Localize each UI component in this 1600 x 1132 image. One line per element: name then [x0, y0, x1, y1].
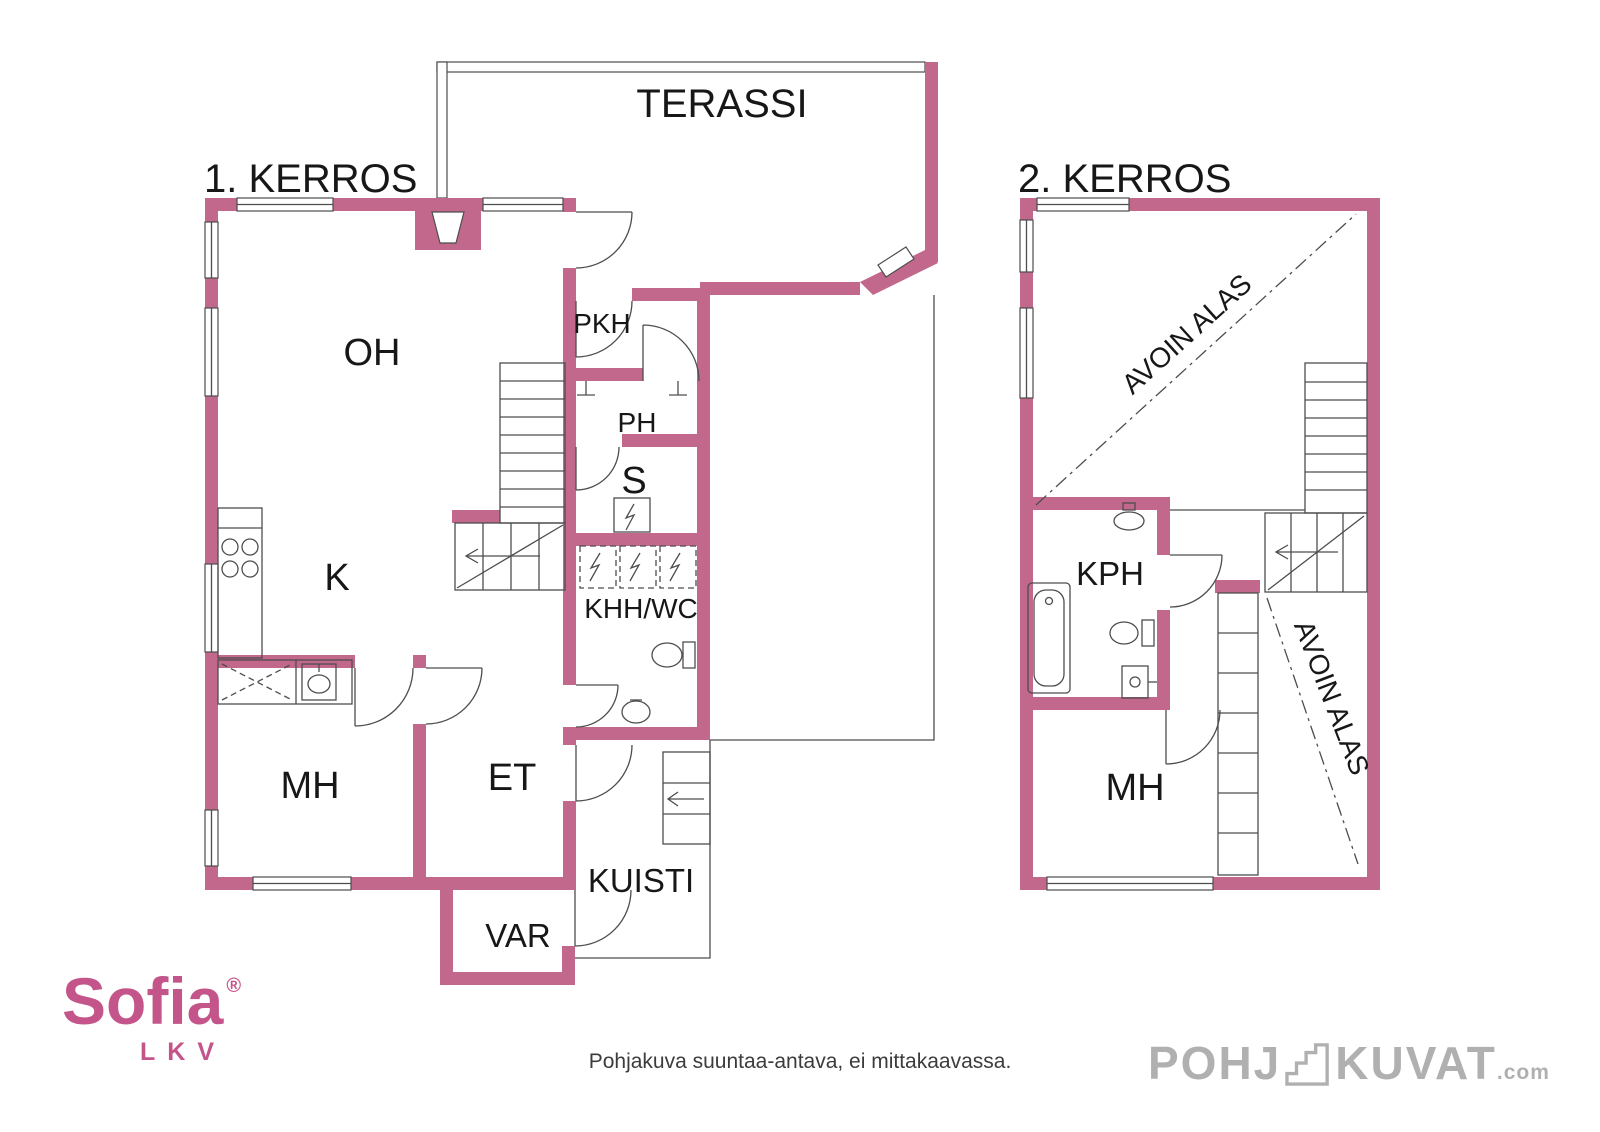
stairs-direction-arrow [1274, 544, 1338, 560]
credit-part1: POHJ [1148, 1037, 1282, 1089]
room-label-et: ET [488, 757, 537, 799]
kitchen-counter-icon [217, 507, 263, 659]
room-label-kuisti: KUISTI [588, 862, 694, 899]
credit-suffix: .com [1496, 1061, 1550, 1084]
floor2-open-void [1035, 213, 1359, 865]
room-label-pkh: PKH [573, 308, 631, 339]
credit-logo: POHJ KUVAT .com [1148, 1040, 1550, 1086]
disclaimer-text: Pohjakuva suuntaa-antava, ei mittakaavas… [588, 1050, 1012, 1073]
toilet-icon [651, 641, 696, 669]
appliance-icons [579, 545, 697, 589]
room-label-khh-wc: KHH/WC [584, 593, 698, 624]
floor1-title: 1. KERROS [204, 157, 417, 201]
floor2-stairs [1170, 362, 1368, 593]
sauna-stove-icon [613, 497, 651, 533]
room-label-oh: OH [344, 332, 401, 374]
credit-part2: KUVAT [1335, 1037, 1497, 1089]
brand-name: Sofia [62, 964, 224, 1038]
room-label-mh2: MH [1105, 767, 1164, 809]
brand-logo: Sofia® LKV [62, 968, 242, 1066]
wardrobe-vanity-icon [217, 659, 353, 705]
floor2: 2. KERROS AVOIN ALAS KPH MH AVOIN ALAS [1018, 157, 1380, 891]
stairs-icon [1285, 1043, 1330, 1086]
brand-sub-label: LKV [140, 1038, 226, 1066]
entrance-arrow [666, 791, 704, 807]
label-avoin-alas-top: AVOIN ALAS [1116, 268, 1258, 400]
room-label-mh: MH [280, 765, 339, 807]
floor2-labels: 2. KERROS AVOIN ALAS KPH MH AVOIN ALAS [1018, 157, 1376, 809]
stairs-direction-arrow [464, 548, 540, 564]
registered-trademark-icon: ® [226, 975, 242, 997]
brand-name-row: Sofia® [62, 968, 242, 1034]
room-label-terassi: TERASSI [636, 82, 807, 126]
floor2-title: 2. KERROS [1018, 157, 1231, 201]
room-label-s: S [621, 460, 646, 502]
entrance-steps-icon [662, 751, 711, 845]
floor1-windows [204, 197, 564, 891]
sink-icon [621, 699, 651, 724]
floor1-doors [354, 211, 700, 947]
washbasin-icon [1121, 665, 1157, 699]
closet-shelves-icon [1217, 592, 1259, 876]
floor2-fixtures [1027, 502, 1259, 876]
floor1-fixtures [217, 381, 711, 845]
shower-icon [577, 381, 687, 396]
floor1-labels: 1. KERROS TERASSI OH PKH PH S K KHH/WC M… [204, 82, 808, 954]
sink-icon [1113, 502, 1145, 531]
label-avoin-alas-bottom: AVOIN ALAS [1288, 616, 1375, 779]
terrace-outline [436, 61, 935, 959]
floor1-stairs [454, 362, 566, 591]
room-label-kph: KPH [1076, 555, 1144, 592]
floor2-windows [1019, 197, 1214, 891]
toilet-icon [1109, 619, 1155, 647]
room-label-ph: PH [618, 407, 657, 438]
room-label-var: VAR [485, 917, 550, 954]
bathtub-icon [1027, 582, 1071, 694]
room-label-k: K [324, 557, 349, 599]
floor2-doors [1165, 554, 1223, 765]
floor1: 1. KERROS TERASSI OH PKH PH S K KHH/WC M… [204, 61, 938, 985]
